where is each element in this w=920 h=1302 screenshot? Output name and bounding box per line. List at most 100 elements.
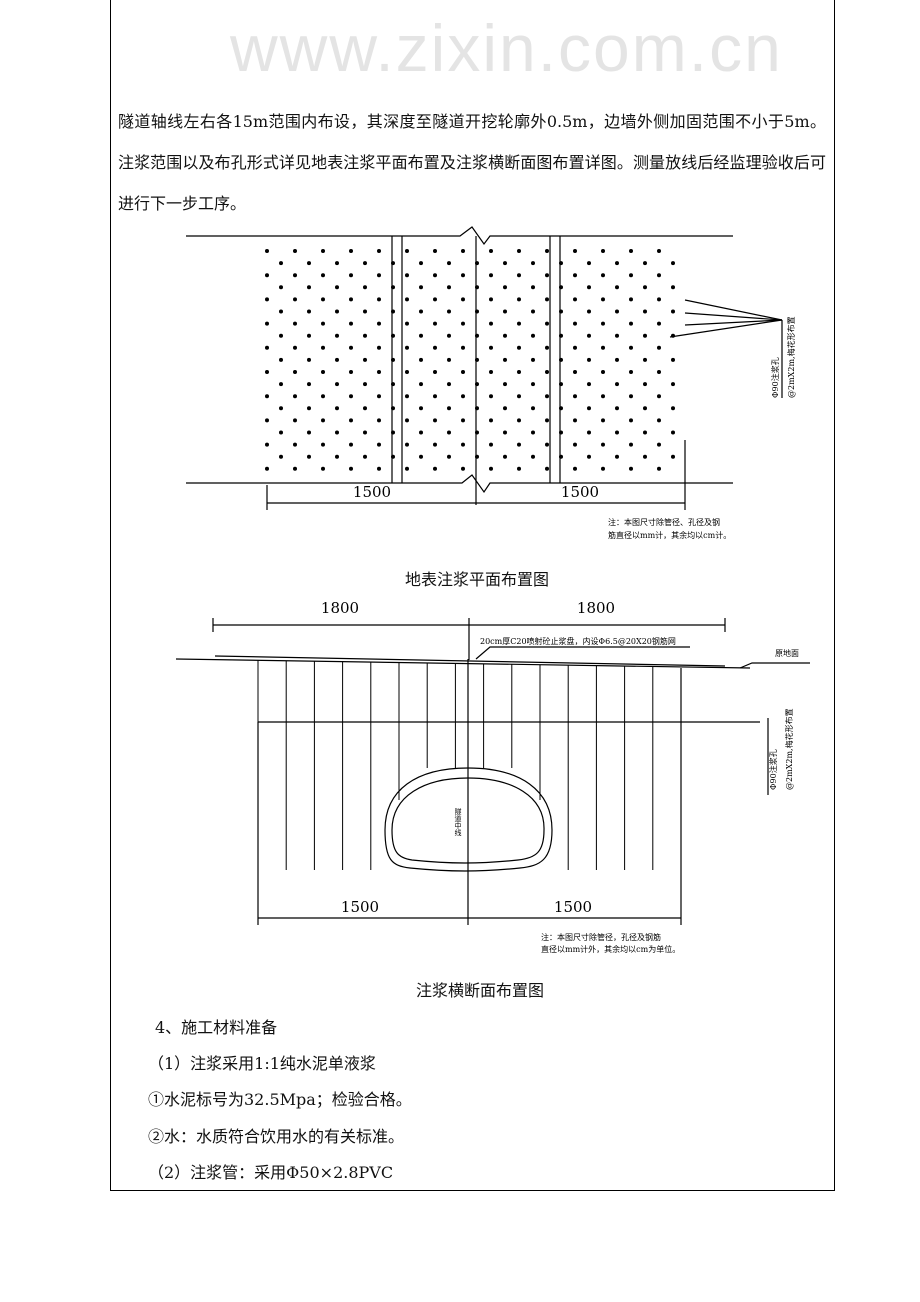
grout-hole-dot	[643, 406, 647, 411]
grout-hole-dot	[643, 430, 647, 435]
grout-hole-dot	[405, 442, 409, 447]
grout-hole-dot	[503, 333, 507, 338]
grout-hole-dot	[503, 406, 507, 411]
plan-caption: 地表注浆平面布置图	[405, 570, 550, 589]
grout-hole-dot	[573, 321, 577, 326]
grout-hole-dot	[545, 273, 549, 278]
grout-hole-dot	[489, 249, 493, 253]
grout-hole-dot	[377, 418, 381, 423]
grout-hole-dot	[433, 370, 437, 374]
grout-hole-dot	[629, 394, 633, 399]
grout-hole-dot	[433, 394, 437, 399]
grout-hole-dot	[559, 454, 563, 459]
grout-hole-dot	[657, 466, 661, 471]
grout-hole-dot	[335, 261, 339, 266]
grout-hole-dot	[531, 357, 535, 362]
grout-hole-dot	[475, 261, 479, 266]
materials-heading: 4、施工材料准备	[155, 1018, 278, 1037]
grout-hole-dot	[559, 285, 563, 290]
grout-hole-dot	[545, 345, 549, 350]
grout-hole-dot	[265, 466, 269, 471]
grout-hole-dot	[531, 454, 535, 459]
grout-hole-dot	[517, 394, 521, 399]
grout-hole-dot	[573, 394, 577, 399]
grout-hole-dot	[615, 309, 619, 314]
grout-hole-dot	[363, 430, 367, 435]
grout-hole-dot	[531, 285, 535, 290]
grout-hole-dot	[503, 454, 507, 459]
grout-hole-dot	[293, 273, 297, 278]
grout-hole-dot	[391, 333, 395, 338]
grout-hole-dot	[307, 333, 311, 338]
materials-item-1a: ①水泥标号为32.5Mpa；检验合格。	[148, 1090, 412, 1109]
grout-hole-dot	[475, 430, 479, 435]
grout-hole-dot	[377, 345, 381, 350]
grout-hole-dot	[475, 309, 479, 314]
materials-item-1: （1）注浆采用1:1纯水泥单液浆	[148, 1054, 376, 1073]
plan-dim-left: 1500	[353, 483, 391, 501]
grout-hole-dot	[391, 357, 395, 362]
grout-hole-dot	[629, 273, 633, 278]
grout-hole-dot	[489, 345, 493, 350]
grout-hole-dot	[587, 382, 591, 387]
section-dim-top-right: 1800	[577, 599, 615, 617]
centerline-label: 隧道中线	[454, 807, 462, 836]
grout-hole-dot	[265, 345, 269, 350]
section-note-2: 直径以mm计外，其余均以cm为单位。	[541, 944, 680, 954]
grout-hole-dot	[615, 406, 619, 411]
table-border	[110, 0, 835, 1191]
grout-hole-dot	[335, 430, 339, 435]
grout-hole-dot	[657, 370, 661, 374]
grout-hole-dot	[265, 418, 269, 423]
grout-hole-dot	[293, 370, 297, 374]
grout-hole-dot	[559, 357, 563, 362]
grout-hole-dot	[587, 309, 591, 314]
plan-note-1: 注：本图尺寸除管径、孔径及钢	[608, 517, 720, 527]
grout-hole-dot	[559, 261, 563, 266]
grout-hole-dot	[433, 418, 437, 423]
grout-hole-dot	[377, 297, 381, 302]
grout-hole-dot	[461, 273, 465, 278]
grout-hole-dot	[433, 321, 437, 326]
grout-hole-dot	[531, 261, 535, 266]
grout-hole-dot	[531, 430, 535, 435]
grout-hole-dot	[559, 382, 563, 387]
grout-hole-dot	[461, 321, 465, 326]
grout-hole-dot	[391, 309, 395, 314]
grout-hole-dot	[615, 333, 619, 338]
grout-hole-dot	[671, 454, 675, 459]
grout-hole-dot	[643, 309, 647, 314]
section-dim-left: 1500	[341, 898, 379, 916]
grout-hole-dot	[349, 466, 353, 471]
grout-hole-dot	[461, 442, 465, 447]
grout-hole-dot	[279, 333, 283, 338]
grout-hole-dot	[475, 333, 479, 338]
materials-item-1b: ②水：水质符合饮用水的有关标准。	[148, 1127, 405, 1146]
grout-hole-dot	[545, 370, 549, 374]
grout-hole-dot	[293, 345, 297, 350]
grout-hole-dot	[447, 333, 451, 338]
grout-hole-dot	[601, 321, 605, 326]
grout-hole-dot	[657, 394, 661, 399]
plan-note-2: 筋直径以mm计，其余均以cm计。	[608, 530, 731, 540]
grout-hole-dot	[349, 394, 353, 399]
grout-hole-dot	[503, 285, 507, 290]
grout-hole-dot	[405, 345, 409, 350]
grout-hole-dot	[461, 297, 465, 302]
grout-hole-dot	[419, 309, 423, 314]
grout-hole-dot	[601, 370, 605, 374]
grout-hole-dot	[573, 466, 577, 471]
grout-hole-dot	[573, 370, 577, 374]
grout-hole-dot	[307, 382, 311, 387]
grout-hole-dot	[293, 249, 297, 253]
grout-hole-dot	[517, 249, 521, 253]
grout-hole-dot	[545, 394, 549, 399]
grout-hole-dot	[517, 273, 521, 278]
grout-hole-dot	[293, 442, 297, 447]
grout-hole-dot	[377, 466, 381, 471]
grout-hole-dot	[335, 309, 339, 314]
grout-hole-dot	[615, 430, 619, 435]
grout-hole-dot	[629, 297, 633, 302]
grout-hole-dot	[363, 454, 367, 459]
grout-hole-dot	[293, 418, 297, 423]
